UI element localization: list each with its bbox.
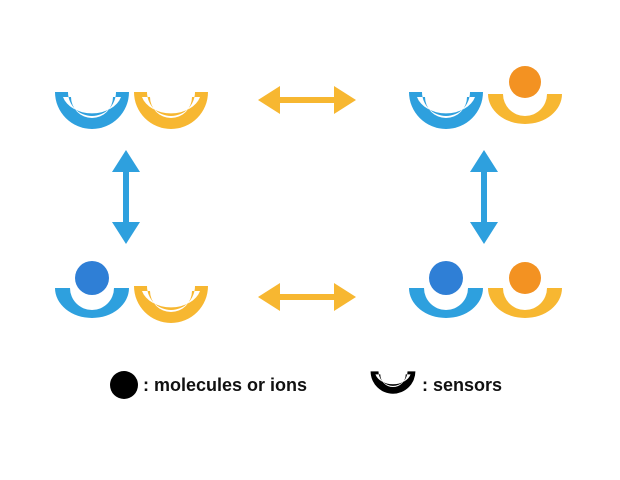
state-yellow-bound	[409, 66, 562, 129]
blue-molecule	[75, 261, 109, 295]
molecule-legend-label: : molecules or ions	[143, 375, 307, 395]
orange-molecule	[509, 262, 541, 294]
yellow-sensor-free	[134, 286, 208, 323]
sensor-legend-icon	[370, 371, 416, 394]
sensor-legend-label: : sensors	[422, 375, 502, 395]
yellow-sensor-free	[134, 92, 208, 129]
yellow-sensor-bound	[488, 94, 562, 124]
state-both-bound	[409, 261, 562, 318]
orange-molecule	[509, 66, 541, 98]
molecule-legend-icon	[110, 371, 138, 399]
double-arrow-bottom	[258, 283, 356, 311]
state-both-free	[55, 92, 208, 129]
legend: : molecules or ions : sensors	[110, 371, 502, 399]
state-blue-bound	[55, 261, 208, 323]
blue-sensor-free	[55, 92, 129, 129]
blue-sensor-free	[409, 92, 483, 129]
double-arrow-top	[258, 86, 356, 114]
blue-molecule	[429, 261, 463, 295]
double-arrow-right	[470, 150, 498, 244]
double-arrow-left	[112, 150, 140, 244]
